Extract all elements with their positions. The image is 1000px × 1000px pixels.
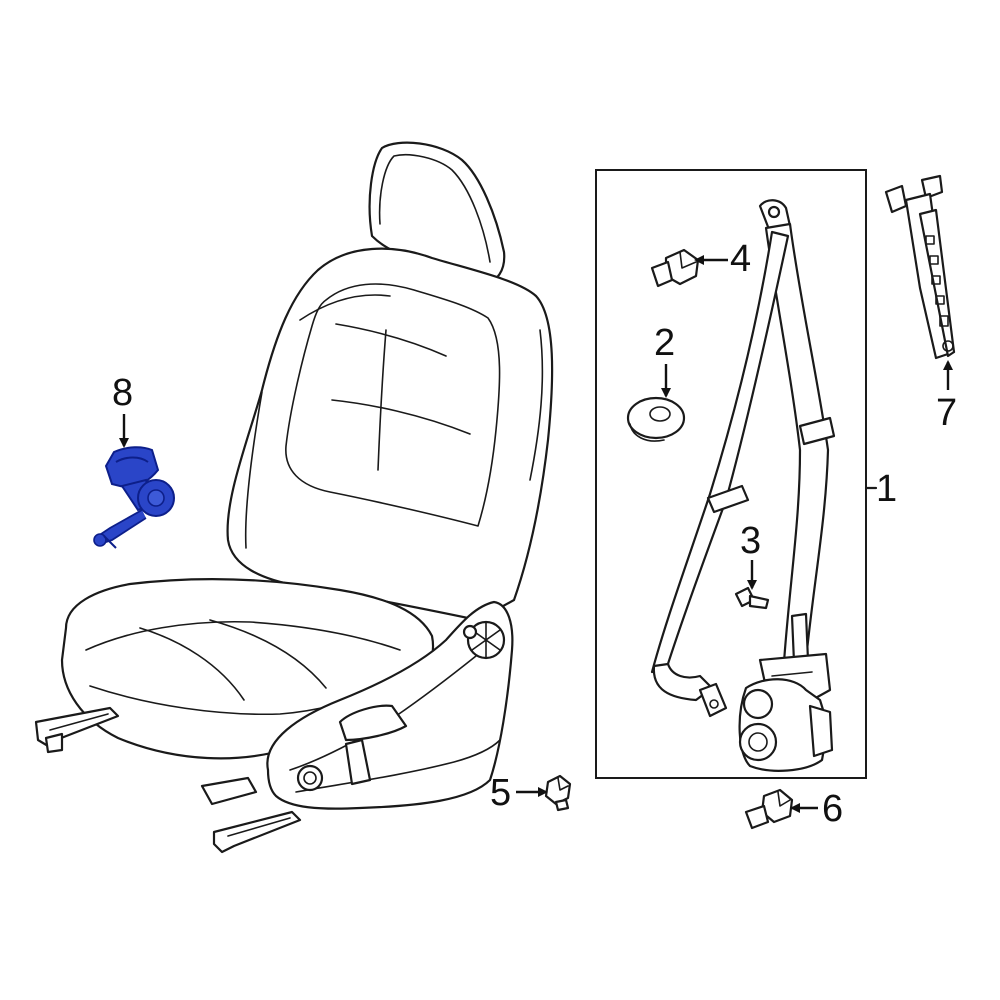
callout-5: 5 bbox=[490, 772, 512, 814]
callout-2: 2 bbox=[654, 322, 676, 364]
seat-control-knob bbox=[296, 764, 324, 792]
bolt-3 bbox=[734, 586, 770, 610]
callout-6: 6 bbox=[822, 788, 844, 830]
seat-rail-right bbox=[212, 810, 302, 854]
seat-back bbox=[226, 247, 554, 622]
seat-assembly bbox=[34, 141, 554, 854]
bolt-4 bbox=[650, 248, 700, 288]
washer bbox=[626, 396, 686, 442]
bolt-6 bbox=[744, 788, 794, 830]
bolt-5 bbox=[544, 774, 572, 812]
callout-3: 3 bbox=[740, 520, 762, 562]
callout-1: 1 bbox=[876, 468, 898, 510]
height-adjuster-rail bbox=[884, 174, 956, 360]
seat-belt-assembly bbox=[650, 199, 836, 772]
seat-belt-buckle bbox=[93, 446, 175, 549]
callout-4: 4 bbox=[730, 238, 752, 280]
assembly-frame bbox=[595, 169, 867, 779]
callout-8: 8 bbox=[112, 372, 134, 414]
callout-7: 7 bbox=[936, 392, 958, 434]
